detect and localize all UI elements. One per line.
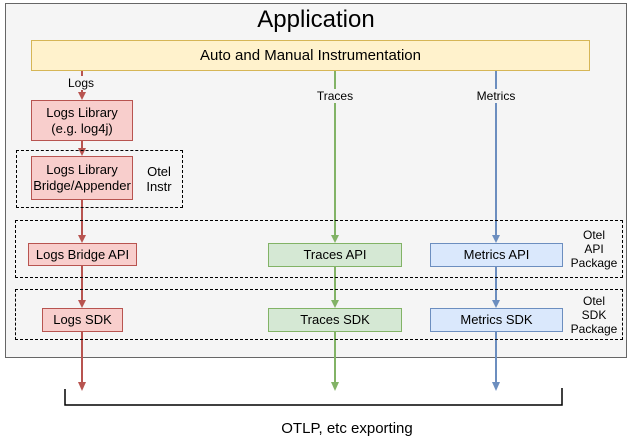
otel-instr-label-line1: Otel bbox=[147, 164, 171, 179]
otel-sdk-package-group bbox=[15, 289, 623, 340]
otel-api-package-label: Otel API Package bbox=[567, 228, 621, 270]
logs-bridge-appender-line2: Bridge/Appender bbox=[33, 178, 131, 193]
otel-instr-label-line2: Instr bbox=[146, 179, 172, 194]
metrics-arrow-3-head bbox=[492, 382, 500, 391]
logs-sdk-label: Logs SDK bbox=[53, 312, 112, 327]
otel-sdk-package-line1: Otel bbox=[582, 294, 605, 308]
logs-bridge-api-box: Logs Bridge API bbox=[28, 243, 137, 266]
logs-library-box: Logs Library (e.g. log4j) bbox=[31, 100, 133, 141]
export-bracket bbox=[64, 388, 563, 406]
metrics-sdk-label: Metrics SDK bbox=[460, 312, 533, 327]
traces-api-box: Traces API bbox=[268, 243, 402, 267]
traces-flow-label: Traces bbox=[311, 89, 359, 103]
otel-sdk-package-line2: SDK bbox=[581, 308, 607, 322]
traces-sdk-box: Traces SDK bbox=[268, 308, 402, 332]
metrics-sdk-box: Metrics SDK bbox=[430, 308, 563, 332]
traces-api-label: Traces API bbox=[303, 247, 367, 262]
logs-arrow-5-head bbox=[78, 382, 86, 391]
application-title: Application bbox=[257, 6, 375, 33]
logs-library-line2: (e.g. log4j) bbox=[51, 120, 113, 136]
traces-arrow-3-head bbox=[331, 382, 339, 391]
logs-bridge-appender-box: Logs Library Bridge/Appender bbox=[31, 156, 133, 200]
exporting-label: OTLP, etc exporting bbox=[281, 420, 413, 437]
otel-api-package-group bbox=[15, 220, 623, 278]
otel-api-package-line1: Otel bbox=[582, 228, 605, 242]
metrics-flow-label: Metrics bbox=[470, 89, 522, 103]
metrics-api-label: Metrics API bbox=[463, 247, 530, 262]
logs-sdk-box: Logs SDK bbox=[42, 308, 123, 332]
otel-sdk-package-label: Otel SDK Package bbox=[567, 294, 621, 336]
otel-instr-group bbox=[16, 150, 183, 208]
traces-sdk-label: Traces SDK bbox=[300, 312, 370, 327]
logs-bridge-api-label: Logs Bridge API bbox=[35, 246, 130, 262]
logs-flow-label: Logs bbox=[61, 76, 101, 90]
logs-bridge-appender-line1: Logs Library bbox=[46, 162, 118, 177]
instrumentation-box: Auto and Manual Instrumentation bbox=[31, 40, 590, 71]
otel-instr-label: Otel Instr bbox=[138, 163, 180, 195]
instrumentation-label: Auto and Manual Instrumentation bbox=[200, 46, 421, 64]
otel-api-package-line2: API bbox=[584, 242, 604, 256]
logs-library-line1: Logs Library bbox=[46, 104, 118, 120]
metrics-api-box: Metrics API bbox=[430, 243, 563, 267]
otel-sdk-package-line3: Package bbox=[570, 322, 618, 336]
otel-api-package-line3: Package bbox=[570, 256, 618, 270]
